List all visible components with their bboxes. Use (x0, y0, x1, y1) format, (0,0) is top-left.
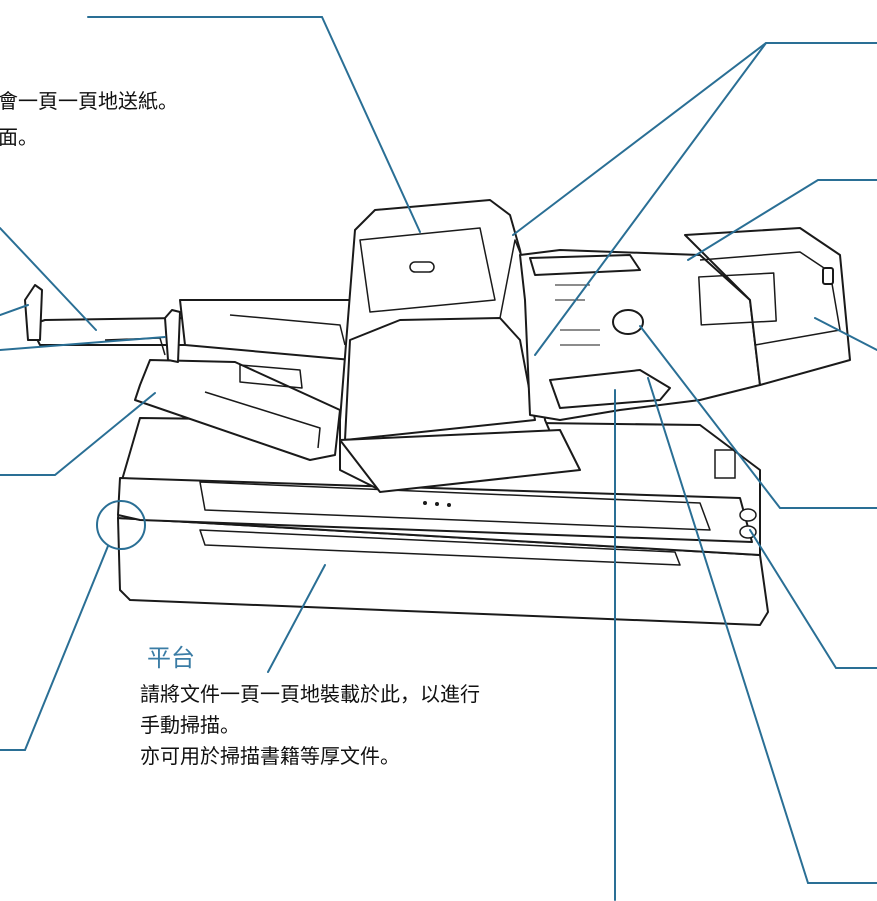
button-dot-3 (447, 503, 451, 507)
button-dot-1 (423, 501, 427, 505)
stacker-tray (24, 284, 353, 461)
side-control-1 (739, 508, 757, 522)
leader-left-b (0, 304, 29, 316)
chute-tab (822, 267, 834, 285)
leader-pick-roller (639, 325, 877, 509)
side-controls (714, 449, 757, 539)
stacker-tray-inner (204, 391, 321, 449)
chute-ridges (555, 284, 600, 346)
adf-cover-slot (409, 261, 435, 273)
top-left-note-line2: 面。 (0, 125, 38, 149)
side-guide-front (549, 369, 671, 409)
leader-flatbed (267, 564, 326, 673)
top-left-note-line1: 會一頁一頁地送紙。 (0, 89, 178, 113)
leader-stops (0, 336, 166, 351)
back-tray-slot (239, 364, 303, 389)
leader-circle (0, 545, 109, 751)
leader-side-controls (749, 529, 877, 669)
paper-stop-right (164, 309, 181, 363)
adf-lower-block (339, 429, 581, 493)
highlight-circle (96, 500, 146, 550)
stacker-tray-shape (134, 359, 341, 461)
leader-chute-ext (814, 317, 877, 351)
front-bar-inner (199, 481, 711, 531)
paper-chute (519, 227, 851, 421)
back-tray (179, 299, 353, 361)
flatbed-desc-line3: 亦可用於掃描書籍等厚文件。 (140, 744, 400, 768)
chute-window (698, 272, 777, 326)
pick-roller (612, 309, 644, 335)
leader-chute (687, 179, 877, 261)
side-guide-back (529, 254, 641, 276)
front-buttons (423, 501, 451, 507)
flatbed-desc-line1: 請將文件一頁一頁地裝載於此，以進行 (140, 682, 480, 706)
adf-top-cover (359, 227, 496, 313)
flatbed-title: 平台 (147, 644, 195, 672)
leader-guide-bottom (647, 377, 877, 884)
leader-left-a (0, 227, 97, 331)
back-tray-inner (229, 314, 346, 346)
chute-extension (684, 227, 851, 386)
flatbed-desc-line2: 手動掃描。 (140, 713, 240, 737)
leader-ticket-top-b (534, 42, 767, 356)
adf-front-panel (344, 317, 536, 441)
leader-stacker (0, 392, 156, 476)
adf-housing (339, 199, 581, 493)
paper-stop-left (24, 284, 43, 341)
side-control-panel (714, 449, 736, 479)
base-groove (199, 529, 681, 566)
leader-adf-cover (87, 16, 421, 233)
leader-lines (0, 16, 877, 901)
button-dot-2 (435, 502, 439, 506)
